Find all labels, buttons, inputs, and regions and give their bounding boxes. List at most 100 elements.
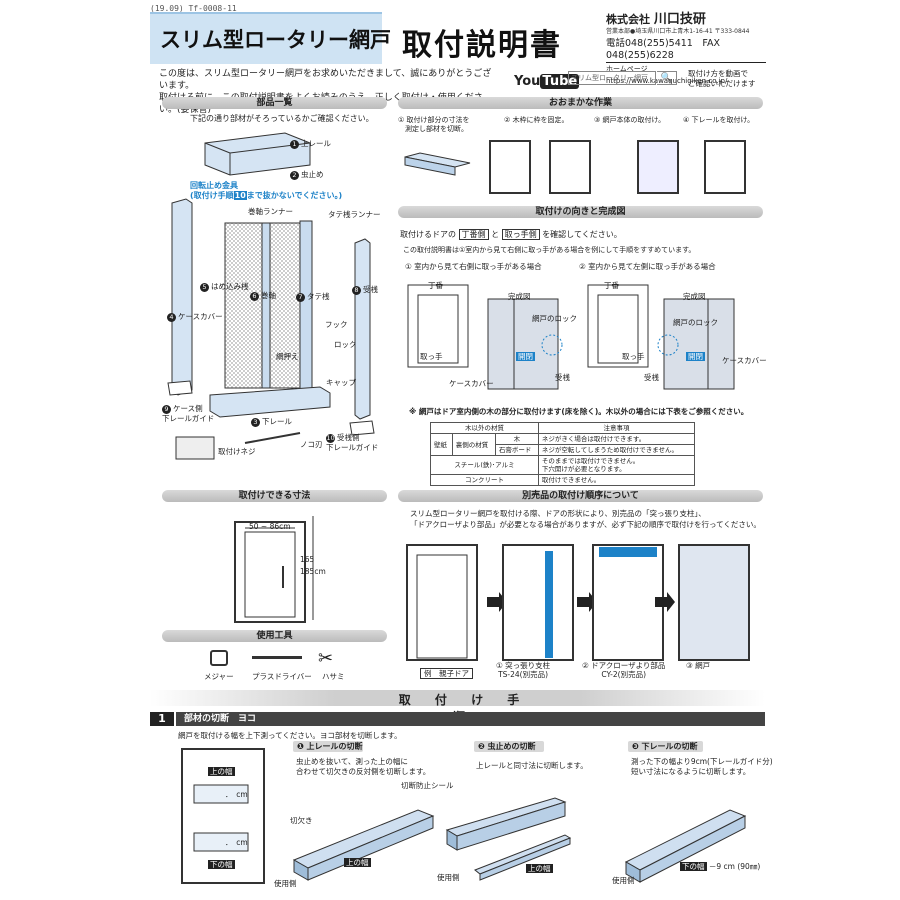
parts-illustration — [167, 132, 375, 460]
dimension-height-min: 165 — [300, 555, 315, 564]
overview-step-3: ③ 網戸本体の取付け。 — [594, 116, 666, 124]
youtube-note: 取付け方を動画で ご確認いただけます — [688, 69, 756, 88]
company-name: 株式会社 川口技研 — [606, 12, 706, 27]
cut-3-title: ❸ 下レールの切断 — [628, 741, 703, 752]
company-tel: 電話048(255)5411 FAX 048(255)6228 — [606, 38, 766, 63]
company-address: 営業本部●埼玉県川口市上青木1-16-41 〒333-0844 — [606, 28, 750, 35]
label-opening-2: 開閉 — [686, 352, 705, 361]
cut-1-illustration — [292, 809, 435, 881]
tool-label-driver: プラスドライバー — [252, 672, 312, 681]
label-net-lock-1: 網戸のロック — [532, 314, 577, 323]
options-step-2: ② ドアクローザより部品 CY-2(別売品) — [582, 661, 666, 679]
cut-3-label-width: 下の幅 －9 cm (90㎜) — [680, 862, 761, 871]
cut-3-text: 測った下の幅より9cm(下レールガイド分) 短い寸法になるように切断します。 — [631, 757, 773, 776]
scissors-icon: ✂ — [318, 648, 334, 669]
options-illustrations — [406, 544, 750, 661]
overview-heading: おおまかな作業 — [398, 97, 763, 109]
procedure-bar — [150, 690, 765, 706]
label-net-holder: 網押え — [276, 352, 299, 361]
label-screws: 取付けネジ — [218, 447, 256, 456]
cut-2-text: 上レールと同寸法に切断します。 — [476, 761, 588, 770]
label-hook: フック — [325, 320, 348, 329]
label-completed-2: 完成図 — [683, 292, 706, 301]
tool-label-tape: メジャー — [204, 672, 234, 681]
document-title: 取付説明書 — [402, 28, 562, 63]
options-text: スリム型ロータリー網戸を取付ける際、ドアの形状により、別売品の「突っ張り支柱」、… — [410, 509, 761, 529]
step-intro: 網戸を取付ける幅を上下測ってください。ヨコ部材を切断します。 — [178, 731, 402, 740]
label-case-cover-2: ケースカバー — [722, 356, 767, 365]
tape-measure-icon — [210, 650, 228, 666]
dimension-width: 50 ~ 86cm — [249, 522, 291, 531]
parts-heading: 部品一覧 — [162, 97, 387, 109]
overview-step-4: ④ 下レールを取付け。 — [683, 116, 755, 124]
tools-heading: 使用工具 — [162, 630, 387, 642]
label-vertical-runner: タテ桟ランナー — [328, 210, 381, 219]
parts-intro: 下記の通り部材がそろっているかご確認ください。 — [190, 114, 374, 123]
overview-illustrations — [404, 140, 746, 194]
cut-2-label-side: 使用側 — [437, 873, 460, 882]
label-bottom-unit: ． cm — [225, 838, 248, 847]
cut-2-title: ❷ 虫止めの切断 — [474, 741, 544, 752]
overview-step-2: ② 木枠に枠を固定。 — [504, 116, 569, 124]
label-upper-runner: 巻軸ランナー — [248, 207, 293, 216]
label-bottom-width: 下の幅 — [208, 860, 235, 869]
options-step-1: ① 突っ張り支柱 TS-24(別売品) — [496, 661, 551, 679]
document-id: (19.09) Tf-0008-11 — [150, 4, 237, 13]
label-lock: ロック — [334, 340, 357, 349]
label-saw: ノコ刃 — [300, 440, 323, 449]
header-band — [150, 12, 382, 64]
label-handle-1: 取っ手 — [420, 352, 443, 361]
label-receiver-1: 受桟 — [555, 373, 570, 382]
product-title: スリム型ロータリー網戸 — [160, 28, 391, 52]
direction-note: この取付説明書は①室内から見て右側に取っ手がある場合を例にして手順をすすめていま… — [403, 246, 696, 254]
case-1-title: ① 室内から見て右側に取っ手がある場合 — [405, 262, 542, 271]
cut-1-label-seal: 切断防止シール — [401, 781, 454, 790]
company-website[interactable]: ホームページ https://www.kawaguchigiken.co.jp/ — [606, 65, 728, 85]
options-step-3: ③ 網戸 — [686, 661, 711, 670]
label-top-width: 上の幅 — [208, 767, 235, 776]
search-icon[interactable]: 🔍 — [657, 71, 677, 85]
options-example: 例 親子ドア — [420, 668, 473, 679]
youtube-search-box[interactable]: スリム型ロータリー網戸 — [568, 71, 656, 85]
label-case-cover-1: ケースカバー — [449, 379, 494, 388]
screwdriver-icon — [252, 656, 302, 659]
company-info: 株式会社 川口技研 営業本部●埼玉県川口市上青木1-16-41 〒333-084… — [606, 12, 766, 87]
case-2-title: ② 室内から見て左側に取っ手がある場合 — [579, 262, 716, 271]
cut-1-title: ❶ 上レールの切断 — [293, 741, 363, 752]
dimension-door — [234, 516, 314, 623]
material-table: 木以外の材質注意事項 壁紙裏側の材質木ネジがきく場合は取付けできます。 石膏ボー… — [430, 422, 696, 486]
material-warning: ※ 網戸はドア室内側の木の部分に取付けます(床を除く)。木以外の場合には下表をご… — [409, 407, 749, 416]
cut-2-label-width: 上の幅 — [526, 864, 553, 873]
cut-1-label-side: 使用側 — [274, 879, 297, 888]
cut-1-label-width: 上の幅 — [344, 858, 371, 867]
label-completed-1: 完成図 — [508, 292, 531, 301]
label-opening-1: 開閉 — [516, 352, 535, 361]
cut-2-illustration — [445, 797, 572, 881]
label-handle-2: 取っ手 — [622, 352, 645, 361]
label-cap: キャップ — [326, 378, 356, 387]
label-net-lock-2: 網戸のロック — [673, 318, 718, 327]
step-number: 1 — [150, 712, 174, 726]
direction-diagrams — [407, 284, 735, 390]
options-heading: 別売品の取付け順序について — [398, 490, 763, 502]
label-top-unit: ． cm — [225, 790, 248, 799]
cut-1-label-notch: 切欠き — [290, 816, 313, 825]
overview-step-1: ① 取付け部分の寸法を 測定し部材を切断。 — [398, 116, 470, 133]
direction-check: 取付けるドアの 丁番側 と 取っ手側 を確認してください。 — [400, 229, 622, 240]
warning-callout: 回転止め金具 (取付け手順10まで抜かないでください。) — [190, 181, 343, 200]
cut-3-illustration — [624, 809, 747, 883]
label-hinge-1: 丁番 — [428, 281, 443, 290]
cut-1-text: 虫止めを抜いて、測った上の幅に 合わせて切欠きの反対側を切断します。 — [296, 757, 431, 776]
tool-label-scissors: ハサミ — [322, 672, 345, 681]
cut-3-label-side: 使用側 — [612, 876, 635, 885]
label-receiver-2: 受桟 — [644, 373, 659, 382]
